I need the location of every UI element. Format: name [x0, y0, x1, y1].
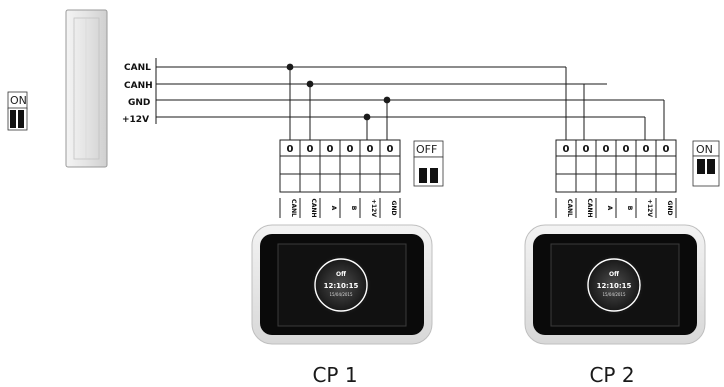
- cp1-terminal-pin-label-5: +12V: [370, 199, 377, 217]
- dip-switch-cp1-label: OFF: [416, 143, 437, 156]
- bus-label-canh: CANH: [124, 81, 153, 91]
- junction-dots: [286, 63, 391, 121]
- panel-title-cp2: CP 2: [589, 363, 634, 387]
- cp1-terminal-screw-4: 0: [347, 144, 354, 155]
- bus-label-12v: +12V: [122, 115, 149, 125]
- cp2-terminal-pin-label-5: +12V: [646, 199, 653, 217]
- cp1-terminal-pin-label-6: GND: [390, 201, 397, 216]
- cp1-terminal-screw-3: 0: [327, 144, 334, 155]
- dip-switch-cp2: ON: [692, 140, 720, 187]
- bus-labels: CANL CANH GND +12V: [122, 63, 153, 125]
- dip-switch-cp2-label: ON: [696, 143, 713, 156]
- cp2-terminal-pin-label-3: A: [606, 206, 613, 211]
- cp1-screen-time: 12:10:15: [324, 282, 359, 290]
- cp2-terminal-pin-label-4: B: [626, 206, 633, 211]
- cp1-terminal-screw-6: 0: [387, 144, 394, 155]
- cp2-screen-state: Off: [609, 271, 619, 278]
- cp2-terminal-screw-5: 0: [643, 144, 650, 155]
- cp1-terminal-pin-label-4: B: [350, 206, 357, 211]
- dip-switch-left-label: ON: [10, 94, 27, 107]
- cp1-terminal-screw-2: 0: [307, 144, 314, 155]
- cp2-terminal-screw-4: 0: [623, 144, 630, 155]
- cp2-terminal-screw-6: 0: [663, 144, 670, 155]
- cp1-screen-state: Off: [336, 271, 346, 278]
- cp2-terminal-screw-2: 0: [583, 144, 590, 155]
- cp2-terminal-pin-label-1: CANL: [566, 199, 573, 217]
- cp2-screen-time: 12:10:15: [597, 282, 632, 290]
- bus-label-gnd: GND: [128, 98, 150, 108]
- cp2-terminal-pin-label-2: CANH: [586, 198, 593, 217]
- cp1-terminal-screw-5: 0: [367, 144, 374, 155]
- cp1-terminal-pin-label-3: A: [330, 206, 337, 211]
- cp2-screen-date: 15/04/2015: [602, 292, 626, 297]
- bus-label-canl: CANL: [124, 63, 151, 73]
- cp2-terminal-pin-label-6: GND: [666, 201, 673, 216]
- cp2-terminal-screw-1: 0: [563, 144, 570, 155]
- cp1-terminal-screw-1: 0: [287, 144, 294, 155]
- cp1-terminal-pin-label-2: CANH: [310, 198, 317, 217]
- bus-wiring: [155, 58, 665, 140]
- outdoor-unit: [65, 9, 108, 168]
- cp1-terminal-pin-label-1: CANL: [290, 199, 297, 217]
- control-panel-cp1: Off 12:10:15 15/04/2015: [251, 224, 433, 345]
- dip-switch-cp1: OFF: [413, 140, 444, 187]
- panel-title-cp1: CP 1: [312, 363, 357, 387]
- dip-switch-left: ON: [7, 91, 28, 131]
- cp2-terminal-screw-3: 0: [603, 144, 610, 155]
- control-panel-cp2: Off 12:10:15 15/04/2015: [524, 224, 706, 345]
- cp1-screen-date: 15/04/2015: [329, 292, 353, 297]
